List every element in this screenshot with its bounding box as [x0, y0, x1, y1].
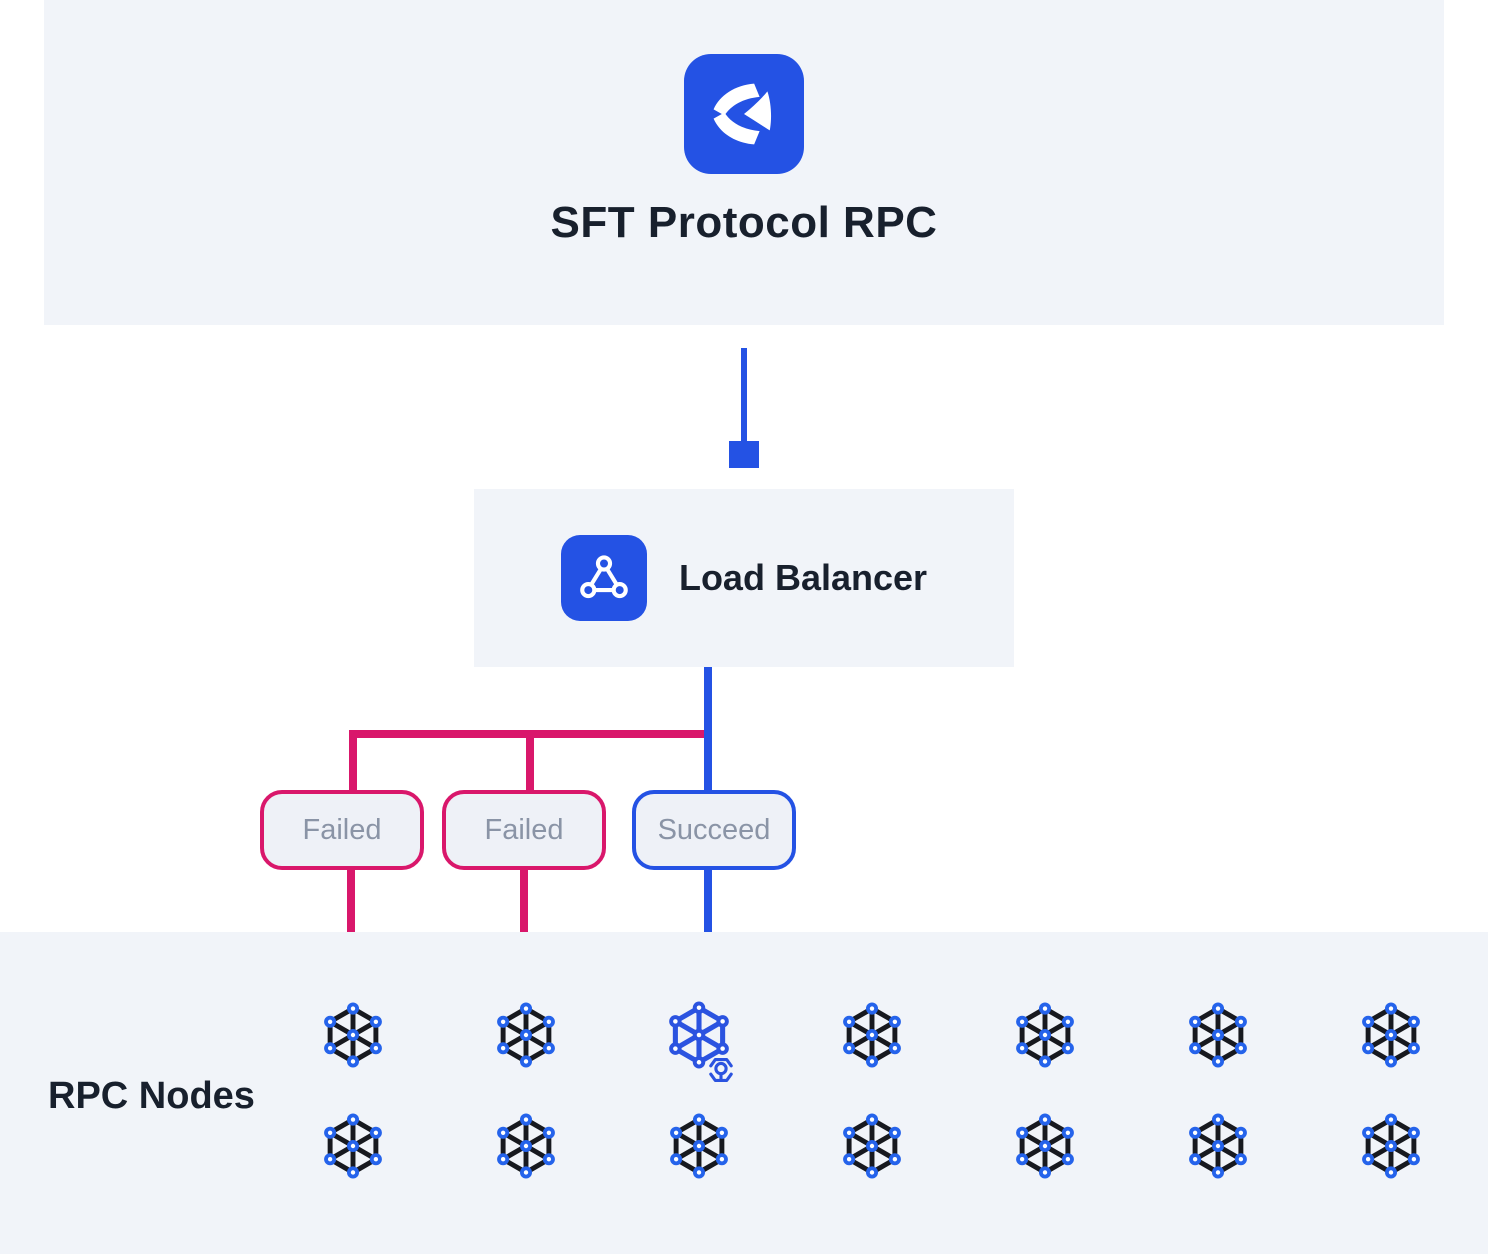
- network-node-icon: [1186, 1112, 1250, 1180]
- branch-label-failed-1: Failed: [302, 813, 382, 846]
- rpc-nodes-panel: [0, 932, 1488, 1254]
- network-node-icon: [1013, 1001, 1077, 1069]
- rpc-node-grid-row-2: [321, 1112, 1423, 1180]
- branch-label-succeed: Succeed: [657, 813, 771, 846]
- network-node-icon-active: [667, 1001, 733, 1083]
- network-node-icon: [494, 1112, 558, 1180]
- connector-line-failed-horizontal: [349, 730, 704, 738]
- branch-box-failed-2: Failed: [442, 790, 606, 870]
- network-node-icon: [321, 1001, 385, 1069]
- connector-line-failed-2: [526, 738, 534, 790]
- network-node-icon: [1013, 1112, 1077, 1180]
- connector-line-failed-1: [349, 738, 357, 790]
- connector-endpoint-square: [729, 441, 759, 468]
- network-node-icon: [840, 1112, 904, 1180]
- page-title: SFT Protocol RPC: [550, 198, 938, 247]
- arrow-shaft-failed-1: [347, 870, 355, 956]
- branch-box-failed-1: Failed: [260, 790, 424, 870]
- network-node-icon: [321, 1112, 385, 1180]
- network-node-icon: [494, 1001, 558, 1069]
- arrow-shaft-failed-2: [520, 870, 528, 956]
- sft-protocol-logo-icon: [684, 54, 804, 174]
- load-balancer-box: Load Balancer: [474, 489, 1014, 667]
- connector-line-succeed: [704, 667, 712, 790]
- network-node-icon: [840, 1001, 904, 1069]
- branch-label-failed-2: Failed: [484, 813, 564, 846]
- rpc-node-grid-row-1: [321, 1001, 1423, 1083]
- network-node-icon: [1359, 1001, 1423, 1069]
- network-node-icon: [667, 1112, 731, 1180]
- network-node-icon: [1359, 1112, 1423, 1180]
- protocol-header-panel: SFT Protocol RPC: [44, 0, 1444, 325]
- connector-line-top: [741, 348, 747, 441]
- branch-box-succeed: Succeed: [632, 790, 796, 870]
- rpc-nodes-label: RPC Nodes: [48, 1075, 255, 1117]
- network-node-icon: [1186, 1001, 1250, 1069]
- hex-scope-badge-icon: [704, 1053, 740, 1089]
- load-balancer-icon: [560, 535, 647, 621]
- load-balancer-label: Load Balancer: [678, 557, 928, 598]
- arrow-shaft-succeed: [704, 870, 712, 956]
